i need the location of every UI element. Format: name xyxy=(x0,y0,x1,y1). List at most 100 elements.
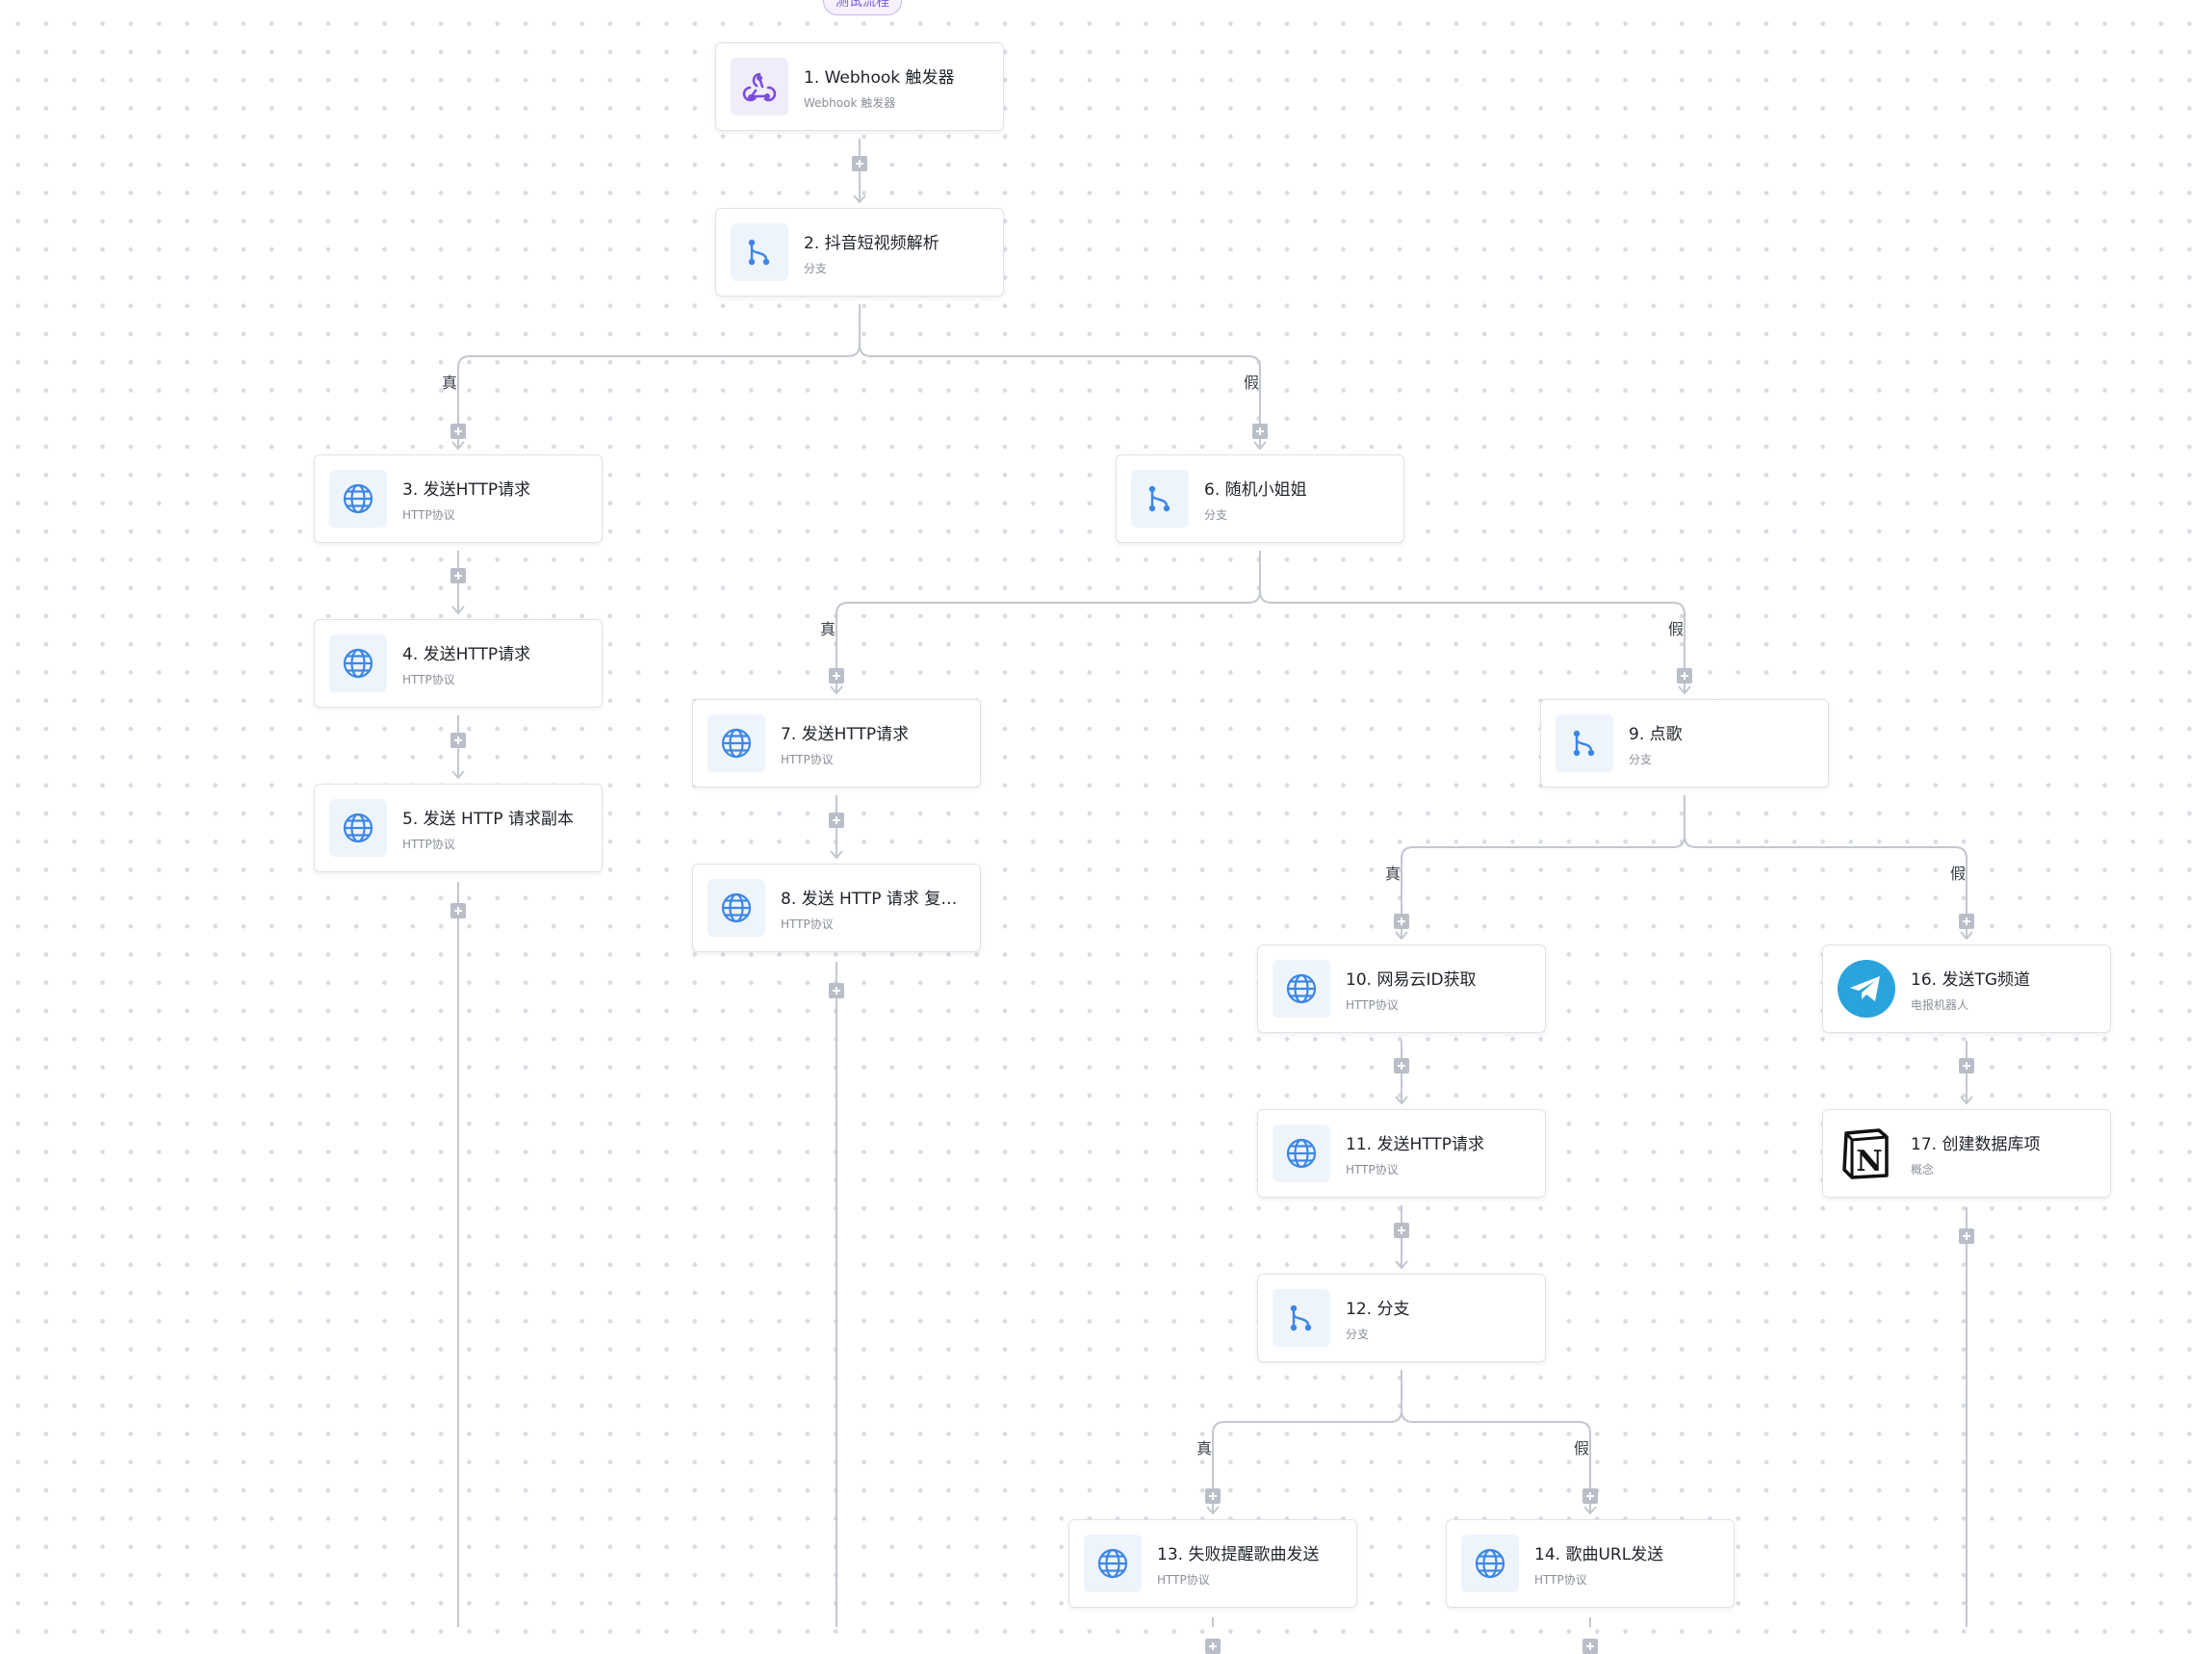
add-step-button[interactable] xyxy=(829,983,844,998)
add-step-button[interactable] xyxy=(450,424,466,439)
globe-icon xyxy=(329,799,387,857)
webhook-icon xyxy=(731,58,788,116)
node-title: 1. Webhook 触发器 xyxy=(804,68,955,88)
workflow-node-1[interactable]: 1. Webhook 触发器 Webhook 触发器 xyxy=(715,42,1004,131)
workflow-node-9[interactable]: 9. 点歌分支 xyxy=(1540,699,1829,788)
branch-icon xyxy=(1273,1289,1330,1347)
workflow-node-6[interactable]: 6. 随机小姐姐分支 xyxy=(1116,454,1404,543)
branch-label-true: 真 xyxy=(1196,1439,1213,1458)
arrow-head xyxy=(830,685,843,695)
arrow-head xyxy=(451,606,465,615)
globe-icon xyxy=(1273,960,1330,1018)
node-title: 13. 失败提醒歌曲发送 xyxy=(1157,1545,1320,1564)
add-step-button[interactable] xyxy=(1205,1639,1221,1654)
workflow-node-12[interactable]: 12. 分支分支 xyxy=(1257,1274,1546,1362)
arrow-head xyxy=(830,850,843,860)
test-flow-badge[interactable]: 测试流程 xyxy=(823,0,902,15)
globe-icon xyxy=(1273,1124,1330,1182)
node-subtitle: HTTP协议 xyxy=(781,917,834,931)
node-title: 5. 发送 HTTP 请求副本 xyxy=(402,810,574,829)
branch-connector-true xyxy=(1212,1370,1402,1513)
arrow-head xyxy=(1206,1506,1220,1515)
node-subtitle: Webhook 触发器 xyxy=(804,96,896,110)
node-title: 17. 创建数据库项 xyxy=(1911,1135,2041,1154)
node-subtitle: HTTP协议 xyxy=(781,753,834,766)
node-subtitle: HTTP协议 xyxy=(1157,1573,1210,1587)
branch-icon xyxy=(731,223,788,281)
add-step-button[interactable] xyxy=(1394,1222,1409,1238)
globe-icon xyxy=(329,470,387,528)
branch-connector-true xyxy=(1401,795,1685,939)
branch-connector-true xyxy=(836,551,1261,693)
add-step-button[interactable] xyxy=(450,567,466,583)
node-title: 16. 发送TG频道 xyxy=(1911,970,2030,990)
globe-icon xyxy=(329,634,387,692)
workflow-node-13[interactable]: 13. 失败提醒歌曲发送 HTTP协议 xyxy=(1068,1519,1357,1608)
add-step-button[interactable] xyxy=(450,732,466,748)
add-step-button[interactable] xyxy=(1582,1488,1598,1504)
globe-icon xyxy=(1084,1535,1142,1592)
branch-connector-false xyxy=(1259,590,1685,693)
arrow-head xyxy=(451,441,465,451)
add-step-button[interactable] xyxy=(450,903,466,918)
add-step-button[interactable] xyxy=(1205,1488,1221,1504)
node-title: 10. 网易云ID获取 xyxy=(1346,970,1477,990)
branch-connector-false xyxy=(1684,835,1968,939)
node-title: 6. 随机小姐姐 xyxy=(1204,480,1307,500)
workflow-node-2[interactable]: 2. 抖音短视频解析分支 xyxy=(715,208,1004,297)
branch-label-false: 假 xyxy=(1243,374,1260,392)
node-subtitle: 分支 xyxy=(1629,753,1653,766)
svg-text:N: N xyxy=(1856,1145,1882,1178)
arrow-head xyxy=(1395,931,1408,941)
node-title: 9. 点歌 xyxy=(1629,725,1683,744)
node-title: 7. 发送HTTP请求 xyxy=(781,725,910,744)
node-subtitle: HTTP协议 xyxy=(1346,1163,1399,1176)
workflow-node-7[interactable]: 7. 发送HTTP请求 HTTP协议 xyxy=(692,699,981,788)
globe-icon xyxy=(707,879,765,937)
add-step-button[interactable] xyxy=(1252,424,1268,439)
workflow-node-16[interactable]: 16. 发送TG频道电报机器人 xyxy=(1822,944,2111,1033)
add-step-button[interactable] xyxy=(1582,1639,1598,1654)
arrow-head xyxy=(1583,1506,1597,1515)
node-subtitle: 概念 xyxy=(1911,1163,1935,1176)
arrow-head xyxy=(1395,1260,1408,1270)
branch-connector-false xyxy=(1401,1409,1591,1513)
node-subtitle: 分支 xyxy=(1346,1328,1370,1341)
telegram-icon xyxy=(1838,960,1895,1018)
node-subtitle: HTTP协议 xyxy=(402,838,455,851)
workflow-node-17[interactable]: N 17. 创建数据库项概念 xyxy=(1822,1109,2111,1198)
branch-connector-false xyxy=(859,344,1261,449)
add-step-button[interactable] xyxy=(829,668,844,684)
workflow-node-11[interactable]: 11. 发送HTTP请求 HTTP协议 xyxy=(1257,1109,1546,1198)
branch-label-true: 真 xyxy=(1384,865,1402,883)
add-step-button[interactable] xyxy=(852,156,867,171)
add-step-button[interactable] xyxy=(1959,1228,1974,1244)
add-step-button[interactable] xyxy=(1394,1057,1409,1073)
add-step-button[interactable] xyxy=(1394,914,1409,929)
branch-label-false: 假 xyxy=(1667,620,1685,638)
arrow-head xyxy=(451,770,465,780)
node-title: 8. 发送 HTTP 请求 复制 ... xyxy=(781,890,968,909)
add-step-button[interactable] xyxy=(1959,1057,1974,1073)
workflow-node-8[interactable]: 8. 发送 HTTP 请求 复制 ... HTTP协议 xyxy=(692,864,981,952)
node-title: 11. 发送HTTP请求 xyxy=(1346,1135,1484,1154)
add-step-button[interactable] xyxy=(829,812,844,828)
add-step-button[interactable] xyxy=(1677,668,1692,684)
arrow-head xyxy=(1253,441,1267,451)
node-subtitle: HTTP协议 xyxy=(402,508,455,522)
workflow-node-3[interactable]: 3. 发送HTTP请求 HTTP协议 xyxy=(314,454,603,543)
arrow-head xyxy=(1395,1096,1408,1105)
arrow-head xyxy=(853,194,866,204)
branch-label-false: 假 xyxy=(1949,865,1967,883)
workflow-node-5[interactable]: 5. 发送 HTTP 请求副本 HTTP协议 xyxy=(314,784,603,872)
add-step-button[interactable] xyxy=(1959,914,1974,929)
node-title: 2. 抖音短视频解析 xyxy=(804,234,939,253)
node-title: 3. 发送HTTP请求 xyxy=(402,480,531,500)
node-subtitle: 分支 xyxy=(804,262,828,275)
branch-label-true: 真 xyxy=(441,374,458,392)
node-title: 12. 分支 xyxy=(1346,1300,1410,1319)
